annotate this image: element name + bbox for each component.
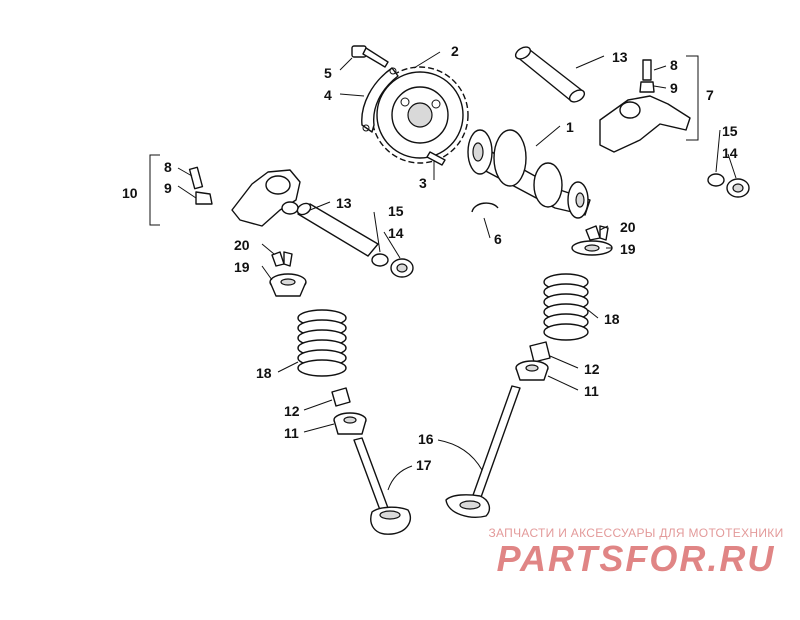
callout-18b: 18	[604, 311, 620, 327]
callout-8a: 8	[670, 57, 678, 73]
callout-8b: 8	[164, 159, 172, 175]
callout-14b: 14	[388, 225, 404, 241]
valve-seal-left	[331, 387, 367, 435]
watermark-tagline: ЗАПЧАСТИ И АКСЕССУАРЫ ДЛЯ МОТОТЕХНИКИ	[488, 526, 784, 540]
callout-labels: 1 2 3 4 5 6 7 8 9 8 9 10 13 13 15 14 15 …	[122, 43, 738, 473]
callout-15a: 15	[722, 123, 738, 139]
callout-7: 7	[706, 87, 714, 103]
callout-4: 4	[324, 87, 332, 103]
callout-12a: 12	[284, 403, 300, 419]
callout-10: 10	[122, 185, 138, 201]
rocker-arm-upper	[599, 59, 691, 153]
callout-13b: 13	[336, 195, 352, 211]
cap-left	[371, 253, 414, 278]
circlip	[471, 202, 499, 213]
rocker-shaft-upper	[514, 46, 586, 103]
callout-16: 16	[418, 431, 434, 447]
valve-retainer-right	[571, 225, 613, 256]
cam-sprocket	[371, 66, 469, 164]
valve-spring-right	[543, 273, 589, 341]
callout-17: 17	[416, 457, 432, 473]
callout-2: 2	[451, 43, 459, 59]
cam-plate	[361, 67, 399, 133]
callout-15b: 15	[388, 203, 404, 219]
callout-5: 5	[324, 65, 332, 81]
callout-9a: 9	[670, 80, 678, 96]
leader-lines	[149, 51, 737, 491]
callout-1: 1	[566, 119, 574, 135]
watermark-logo: PARTSFOR.RU	[496, 538, 776, 579]
valve-retainer-left	[269, 251, 307, 297]
callout-12b: 12	[584, 361, 600, 377]
callout-20b: 20	[620, 219, 636, 235]
watermark: ЗАПЧАСТИ И АКСЕССУАРЫ ДЛЯ МОТОТЕХНИКИ PA…	[486, 526, 786, 580]
dowel-pin	[426, 151, 446, 166]
cap-upper-right	[707, 173, 750, 198]
camshaft	[467, 129, 591, 219]
callout-11a: 11	[284, 425, 299, 441]
callout-20a: 20	[234, 237, 250, 253]
callout-13a: 13	[612, 49, 628, 65]
rocker-shaft-left	[296, 202, 379, 257]
valve-seal-right	[515, 341, 551, 381]
valve-exhaust	[445, 385, 521, 518]
callout-3: 3	[419, 175, 427, 191]
callout-19b: 19	[620, 241, 636, 257]
callout-19a: 19	[234, 259, 250, 275]
valve-spring-left	[297, 309, 347, 377]
callout-18a: 18	[256, 365, 272, 381]
valve-intake	[353, 437, 411, 535]
sprocket-bolt	[351, 45, 389, 68]
callout-14a: 14	[722, 145, 738, 161]
callout-11b: 11	[584, 383, 599, 399]
callout-6: 6	[494, 231, 502, 247]
callout-9b: 9	[164, 180, 172, 196]
rocker-arm-left	[188, 166, 301, 227]
